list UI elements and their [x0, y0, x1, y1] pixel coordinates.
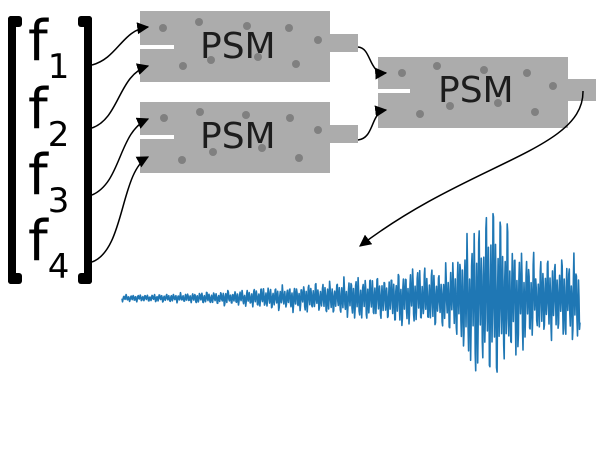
psm-block-2-label: PSM: [200, 116, 276, 157]
flow-arrows: [91, 22, 584, 263]
signal-waveform: [121, 212, 581, 373]
output-signal: [121, 212, 581, 373]
psm-block-3-particles: [398, 62, 557, 118]
arrow-f1-to-psm-1: [91, 22, 150, 66]
vector-entry-f4: f4: [28, 209, 69, 287]
arrow-f2-to-psm-1: [91, 63, 150, 129]
psm-block-3: PSM: [378, 57, 596, 128]
psm-block-1-particles: [159, 18, 322, 70]
arrow-psm-1-to-psm-3: [357, 46, 388, 80]
arrow-psm-2-to-psm-3: [357, 105, 388, 141]
arrow-psm-3-to-signal: [359, 90, 584, 247]
feature-vector: f1 f2 f3 f4: [8, 9, 92, 287]
left-bracket: [8, 16, 22, 284]
vector-entry-f3: f3: [28, 143, 69, 221]
right-bracket: [78, 16, 92, 284]
psm-block-2-particles: [160, 108, 322, 164]
psm-block-2: PSM: [140, 102, 358, 173]
vector-entry-f1: f1: [28, 9, 69, 87]
psm-block-1: PSM: [140, 11, 358, 82]
vector-entry-f2: f2: [28, 77, 69, 155]
arrow-f3-to-psm-2: [91, 117, 150, 196]
psm-block-3-label: PSM: [438, 70, 514, 111]
psm-block-1-label: PSM: [200, 26, 276, 67]
arrow-f4-to-psm-2: [91, 156, 150, 263]
